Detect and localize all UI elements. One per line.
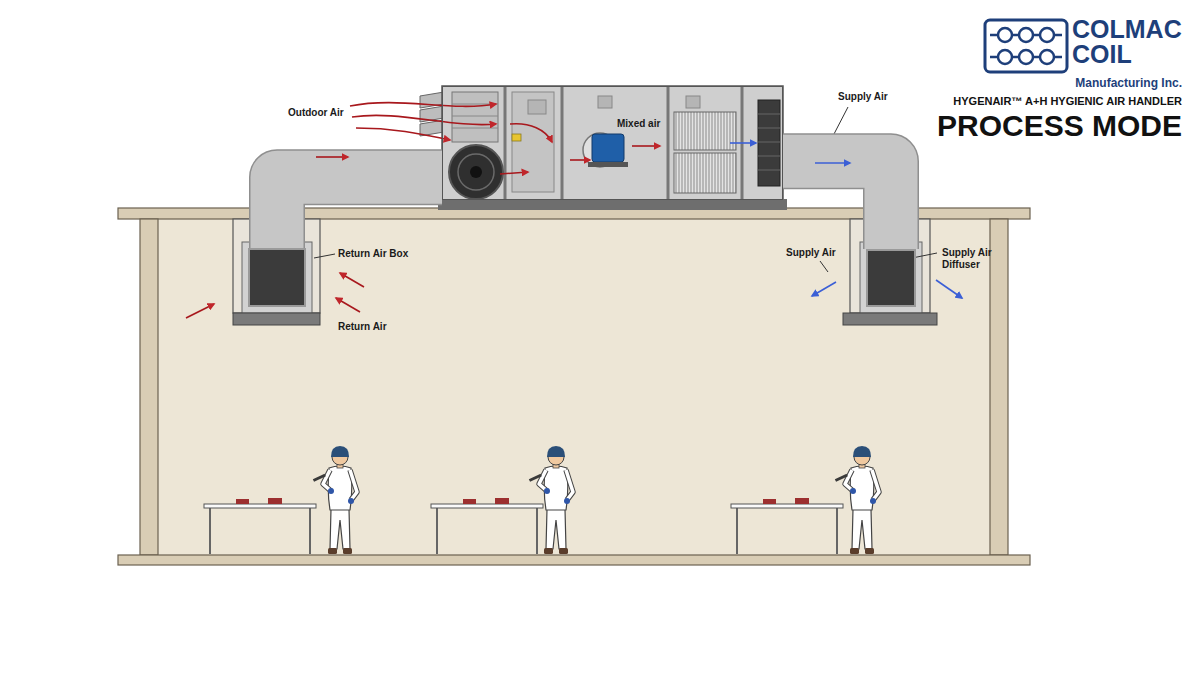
product-subtitle: HYGENAIR™ A+H HYGIENIC AIR HANDLER [953,95,1182,108]
flow-label: Return Air [338,321,387,333]
part-label: Return Air Box [338,248,408,260]
return-air-box: Return Air Box [248,248,306,307]
mode-title: PROCESS MODE [937,108,1182,144]
flow-label: Outdoor Air [288,107,344,119]
duct-outline [277,177,442,248]
duct-outline [783,161,891,249]
flow-label: Supply Air [786,247,836,259]
part-label: Supply Air Diffuser [942,247,1000,271]
duct-body [277,177,442,248]
duct-body [783,161,891,249]
air-duct [277,177,442,248]
brand-subline: Manufacturing Inc. [1075,76,1182,90]
air-handler-unit: Mixed air [442,86,783,200]
supply-air-diffuser: Supply Air Diffuser [866,249,916,307]
flow-label: Supply Air [838,91,888,103]
air-duct [783,161,891,249]
brand-name: COLMAC COIL [1072,17,1188,67]
section-label: Mixed air [615,118,662,130]
